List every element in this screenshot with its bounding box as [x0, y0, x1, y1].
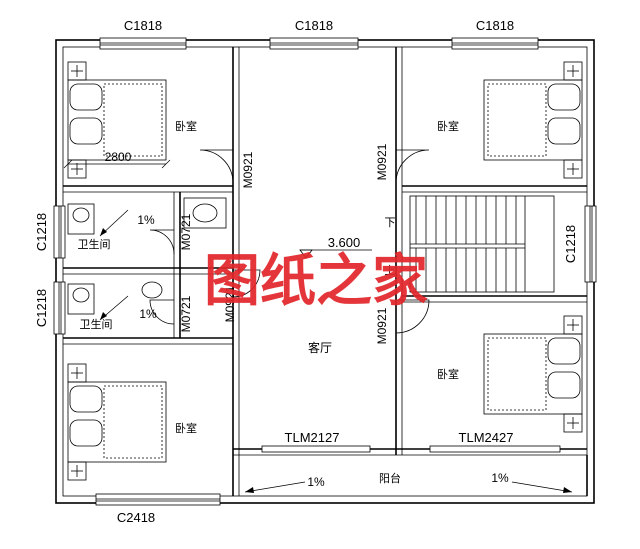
room-label-bedroom-br: 卧室 — [437, 367, 459, 381]
door-swings — [149, 149, 430, 334]
room-label-bath-upper: 卫生间 — [78, 237, 111, 251]
window-label-left-lower: C1218 — [34, 289, 49, 327]
stair-label-up: 上 — [385, 264, 396, 277]
watermark: 图纸之家 — [204, 249, 428, 314]
slope-label-bath-lower: 1% — [139, 307, 157, 321]
bed-top-left — [67, 61, 167, 179]
slope-arrows — [99, 209, 573, 493]
bathroom-upper-fixtures — [67, 197, 227, 235]
slope-label-bath-upper: 1% — [137, 213, 155, 227]
door-label-hall-left: M0921 — [223, 285, 237, 322]
window-label-left-upper: C1218 — [34, 213, 49, 251]
sliding-doors — [261, 445, 561, 453]
bed-bottom-right — [483, 315, 583, 433]
staircase — [409, 195, 555, 293]
window-symbols — [53, 37, 597, 506]
dimension-label: 2800 — [105, 150, 132, 164]
stair-label-down: 下 — [385, 216, 396, 229]
bathroom-lower-fixtures — [67, 281, 163, 315]
door-label-bath-lower: M0721 — [179, 295, 193, 332]
room-label-bath-lower: 卫生间 — [80, 317, 113, 331]
bed-top-right — [483, 61, 583, 179]
room-label-balcony: 阳台 — [379, 471, 401, 485]
window-label-bottom-left: C2418 — [117, 510, 155, 525]
door-label-bedroom-tr: M0921 — [375, 143, 389, 180]
door-label-bedroom-tl: M0921 — [241, 151, 255, 188]
door-label-bath-upper: M0721 — [179, 213, 193, 250]
stair-treads — [415, 196, 517, 292]
window-label-top-left: C1818 — [124, 18, 162, 33]
room-label-bedroom-bl: 卧室 — [175, 421, 197, 435]
elevation-label: 3.600 — [328, 235, 361, 250]
room-label-bedroom-tr: 卧室 — [437, 119, 459, 133]
window-label-right-stair: C1218 — [563, 225, 578, 263]
dimension-line-2800 — [63, 159, 171, 169]
window-label-top-right: C1818 — [476, 18, 514, 33]
room-label-living: 客厅 — [308, 340, 332, 355]
door-label-sliding-right: TLM2427 — [459, 430, 514, 445]
bed-bottom-left — [67, 363, 167, 481]
door-label-bedroom-br: M0921 — [375, 307, 389, 344]
slope-label-balcony-left: 1% — [307, 475, 325, 489]
room-label-bedroom-tl: 卧室 — [175, 119, 197, 133]
door-label-sliding-center: TLM2127 — [285, 430, 340, 445]
elevation-marker — [299, 249, 372, 259]
interior-walls — [63, 47, 588, 496]
slope-label-balcony-right: 1% — [491, 471, 509, 485]
window-label-top-center: C1818 — [295, 18, 333, 33]
